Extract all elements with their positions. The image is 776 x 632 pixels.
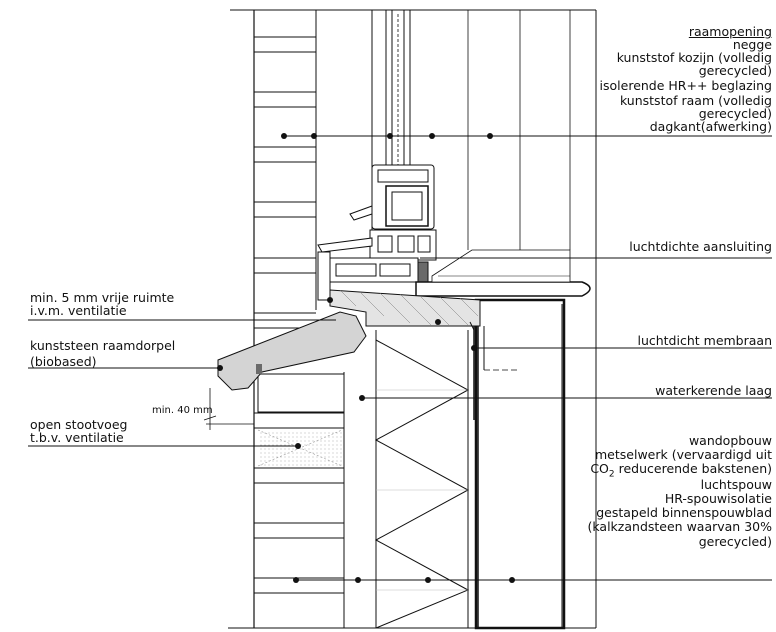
label-raamopening: raamopening [688,24,772,39]
label-metselwerk-1: metselwerk (vervaardigd uit [595,447,772,462]
leader-lines [28,135,772,581]
label-kozijn-1: kunststof kozijn (volledig [616,50,772,65]
label-dagkant: dagkant(afwerking) [649,119,772,134]
sub-sill-block [329,289,481,327]
glazing [371,10,521,250]
label-luchtdicht-membraan: luchtdicht membraan [637,333,772,348]
interior-window-board [415,249,591,297]
label-wandopbouw: wandopbouw [688,433,772,448]
label-vrije-ruimte-2: i.v.m. ventilatie [30,303,127,318]
label-negge: negge [732,37,772,52]
label-spouwisolatie: HR-spouwisolatie [664,491,772,506]
label-vrije-ruimte-1: min. 5 mm vrije ruimte [30,290,175,305]
window-frame-profile [317,164,437,301]
outer-brick-leaf [253,10,345,628]
label-beglazing: isolerende HR++ beglazing [599,78,772,93]
dimension-min-40mm [203,388,254,430]
label-metselwerk-2: CO2 reducerende bakstenen) [590,461,772,482]
label-raam-2: gerecycled) [698,106,772,121]
label-min-40mm: min. 40 mm [152,405,213,416]
label-stootvoeg-2: t.b.v. ventilatie [30,430,124,445]
label-kozijn-2: gerecycled) [698,63,772,78]
label-waterkerende-laag: waterkerende laag [655,383,772,398]
label-metselwerk-2-prefix: CO [590,461,609,476]
stone-window-sill [217,311,367,391]
label-raamdorpel-1: kunststeen raamdorpel [30,338,176,353]
inner-leaf [474,10,597,630]
leader-dots [217,133,515,583]
label-raam-1: kunststof raam (volledig [619,93,772,108]
label-luchtdichte-aansluiting: luchtdichte aansluiting [629,239,772,254]
label-metselwerk-2-sub: 2 [608,469,615,480]
label-raamdorpel-2: (biobased) [30,354,97,369]
label-kalkzandsteen-1: (kalkzandsteen waarvan 30% [587,519,772,534]
label-metselwerk-2-suffix: reducerende bakstenen) [614,461,772,476]
cavity-insulation [374,330,470,629]
label-binnenspouwblad: gestapeld binnenspouwblad [596,505,772,520]
label-kalkzandsteen-2: gerecycled) [698,534,772,549]
label-stootvoeg-1: open stootvoeg [30,417,128,432]
label-luchtspouw: luchtspouw [700,477,772,492]
